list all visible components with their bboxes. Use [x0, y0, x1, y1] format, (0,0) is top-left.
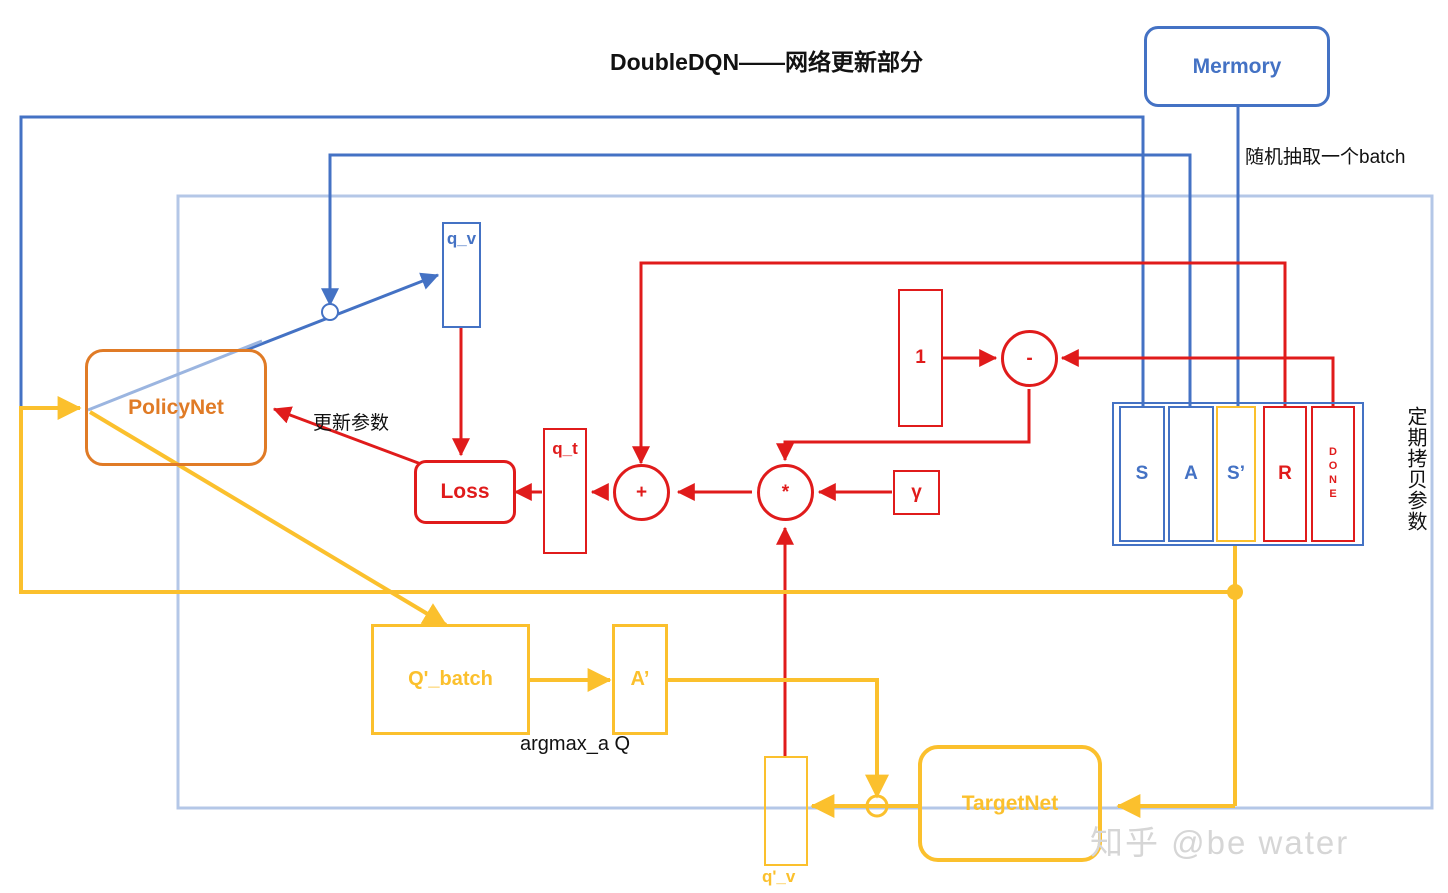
wire-pale-diagonal: [87, 339, 263, 412]
operator-plus[interactable]: +: [613, 464, 670, 521]
junction-yellow-dot: [1227, 584, 1243, 600]
wire-loss-to-policynet: [272, 406, 438, 472]
node-qbatch-label: Q'_batch: [408, 668, 493, 690]
operator-times[interactable]: *: [757, 464, 814, 521]
wire-r-to-plus: [632, 261, 1287, 465]
batch-cell-s-prime-label: S’: [1227, 463, 1245, 484]
outer-region-box: [176, 194, 1434, 810]
node-one-label: 1: [915, 347, 926, 368]
wire-done-to-minus: [1060, 349, 1335, 417]
node-loss-label: Loss: [440, 480, 490, 503]
batch-cell-a-label: A: [1184, 463, 1198, 484]
node-memory[interactable]: Mermory: [1144, 26, 1330, 107]
watermark: 知乎 @be water: [1090, 824, 1350, 861]
wire-s-to-policynet: [19, 115, 1145, 417]
operator-minus[interactable]: -: [1001, 330, 1058, 387]
node-qt-label: q_t: [552, 439, 578, 458]
node-qv[interactable]: q_v: [442, 222, 481, 328]
label-update-params: 更新参数: [313, 413, 390, 434]
node-qv-label: q_v: [446, 229, 477, 248]
batch-cell-r[interactable]: R: [1263, 406, 1307, 542]
batch-cell-s[interactable]: S: [1119, 406, 1165, 542]
junction-yellow-ring: [865, 794, 889, 818]
node-policynet[interactable]: PolicyNet: [85, 349, 267, 466]
wire-sprime-to-policynet: [19, 396, 1235, 594]
node-qt[interactable]: q_t: [543, 428, 587, 554]
node-qprime-v-label: q'_v: [762, 867, 796, 886]
node-qbatch[interactable]: Q'_batch: [371, 624, 530, 735]
node-a-prime-label: A’: [630, 668, 650, 690]
node-loss[interactable]: Loss: [414, 460, 516, 524]
node-gamma[interactable]: γ: [893, 470, 940, 515]
node-targetnet[interactable]: TargetNet: [918, 745, 1102, 862]
node-a-prime[interactable]: A’: [612, 624, 668, 735]
operator-minus-label: -: [1026, 347, 1033, 369]
node-memory-label: Mermory: [1192, 54, 1282, 78]
operator-times-label: *: [781, 481, 790, 503]
batch-cell-done-label: DONE: [1327, 446, 1339, 502]
junction-blue: [321, 303, 339, 321]
node-qprime-v[interactable]: [764, 756, 808, 866]
batch-cell-r-label: R: [1278, 463, 1292, 484]
label-sample-batch: 随机抽取一个batch: [1245, 147, 1406, 168]
batch-cell-done[interactable]: DONE: [1311, 406, 1355, 542]
batch-cell-s-label: S: [1135, 463, 1149, 484]
batch-container: [1112, 402, 1364, 546]
node-one[interactable]: 1: [898, 289, 943, 427]
node-policynet-label: PolicyNet: [128, 395, 224, 419]
wire-policynet-to-qv: [245, 272, 440, 352]
wire-aprime-to-qpv: [668, 678, 889, 799]
node-targetnet-label: TargetNet: [961, 791, 1059, 815]
node-gamma-label: γ: [911, 481, 922, 503]
page-title: DoubleDQN——网络更新部分: [610, 49, 924, 75]
batch-cell-s-prime[interactable]: S’: [1216, 406, 1256, 542]
wire-policynet-to-qbatch: [88, 410, 448, 627]
wire-minus-to-times: [776, 389, 1031, 462]
label-argmax: argmax_a Q: [520, 733, 631, 755]
operator-plus-label: +: [635, 481, 648, 503]
label-copy-params: 定期拷贝参数: [1404, 406, 1426, 532]
wire-a-to-qv: [321, 153, 1192, 417]
batch-cell-a[interactable]: A: [1168, 406, 1214, 542]
